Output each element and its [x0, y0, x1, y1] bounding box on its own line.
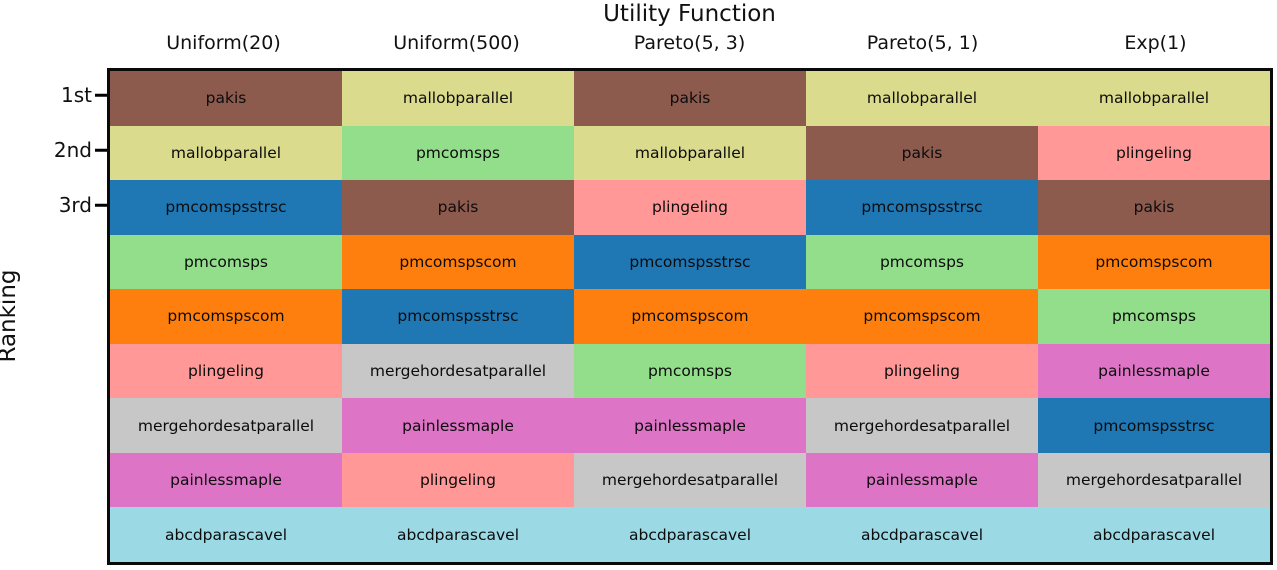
- grid-cell-r7-c1: mergehordesatparallel: [110, 398, 342, 453]
- grid-cell-r3-c4: pmcomspsstrsc: [806, 180, 1038, 235]
- column-header-2: Uniform(500): [393, 32, 520, 54]
- rank-label-2nd: 2nd: [53, 138, 92, 163]
- column-header-5: Exp(1): [1124, 32, 1187, 54]
- grid-cell-r7-c2: painlessmaple: [342, 398, 574, 453]
- grid-cell-r2-c1: mallobparallel: [110, 125, 342, 181]
- grid-cell-r3-c3: plingeling: [574, 180, 806, 235]
- grid-cell-r6-c2: mergehordesatparallel: [342, 343, 574, 399]
- grid-cell-r9-c5: abcdparascavel: [1038, 507, 1270, 562]
- grid-cell-r6-c4: plingeling: [806, 343, 1038, 399]
- y-tick-mark: [95, 94, 107, 97]
- grid-cell-r3-c2: pakis: [342, 180, 574, 235]
- grid-cell-r6-c5: painlessmaple: [1038, 343, 1270, 399]
- grid-cell-r1-c2: mallobparallel: [342, 71, 574, 126]
- grid-cell-r9-c3: abcdparascavel: [574, 507, 806, 562]
- rank-label-1st: 1st: [61, 83, 92, 108]
- grid-cell-r6-c1: plingeling: [110, 343, 342, 399]
- y-axis-tick-labels: 1st 2nd 3rd: [0, 68, 92, 562]
- grid-cell-r9-c1: abcdparascavel: [110, 507, 342, 562]
- y-axis-ticks: [95, 68, 107, 562]
- grid-cell-r5-c4: pmcomspscom: [806, 289, 1038, 344]
- grid-cell-r5-c3: pmcomspscom: [574, 289, 806, 344]
- grid-cell-r1-c5: mallobparallel: [1038, 71, 1270, 126]
- grid-cell-r7-c5: pmcomspsstrsc: [1038, 398, 1270, 453]
- chart-title: Utility Function: [603, 1, 776, 27]
- grid-cell-r7-c3: painlessmaple: [574, 398, 806, 453]
- rank-label-3rd: 3rd: [58, 193, 92, 218]
- x-axis-column-headers: Uniform(20) Uniform(500) Pareto(5, 3) Paret…: [107, 32, 1272, 58]
- grid-cell-r2-c5: plingeling: [1038, 125, 1270, 181]
- grid-cell-r1-c4: mallobparallel: [806, 71, 1038, 126]
- grid-cell-r5-c1: pmcomspscom: [110, 289, 342, 344]
- grid-cell-r3-c1: pmcomspsstrsc: [110, 180, 342, 235]
- grid-cell-r6-c3: pmcomsps: [574, 343, 806, 399]
- grid-cell-r2-c4: pakis: [806, 125, 1038, 181]
- column-header-3: Pareto(5, 3): [633, 32, 746, 54]
- grid-cell-r9-c2: abcdparascavel: [342, 507, 574, 562]
- grid-cell-r4-c3: pmcomspsstrsc: [574, 234, 806, 290]
- grid-cell-r4-c5: pmcomspscom: [1038, 234, 1270, 290]
- grid-cell-r2-c3: mallobparallel: [574, 125, 806, 181]
- grid-cell-r8-c3: mergehordesatparallel: [574, 452, 806, 508]
- y-tick-mark: [95, 203, 107, 207]
- grid-cell-r9-c4: abcdparascavel: [806, 507, 1038, 562]
- column-header-1: Uniform(20): [166, 32, 281, 54]
- grid-cell-r3-c5: pakis: [1038, 180, 1270, 235]
- grid-cell-r8-c4: painlessmaple: [806, 452, 1038, 508]
- grid-cell-r7-c4: mergehordesatparallel: [806, 398, 1038, 453]
- grid-cell-r4-c2: pmcomspscom: [342, 234, 574, 290]
- grid-cell-r5-c5: pmcomsps: [1038, 289, 1270, 344]
- grid-cell-r5-c2: pmcomspsstrsc: [342, 289, 574, 344]
- grid-cell-r8-c2: plingeling: [342, 452, 574, 508]
- grid-cell-r4-c4: pmcomsps: [806, 234, 1038, 290]
- grid-cell-r1-c3: pakis: [574, 71, 806, 126]
- grid-cell-r4-c1: pmcomsps: [110, 234, 342, 290]
- grid-cell-r8-c1: painlessmaple: [110, 452, 342, 508]
- y-tick-mark: [95, 149, 107, 152]
- column-header-4: Pareto(5, 1): [866, 32, 979, 54]
- grid-cell-r2-c2: pmcomsps: [342, 125, 574, 181]
- grid-cell-r1-c1: pakis: [110, 71, 342, 126]
- grid-cell-r8-c5: mergehordesatparallel: [1038, 452, 1270, 508]
